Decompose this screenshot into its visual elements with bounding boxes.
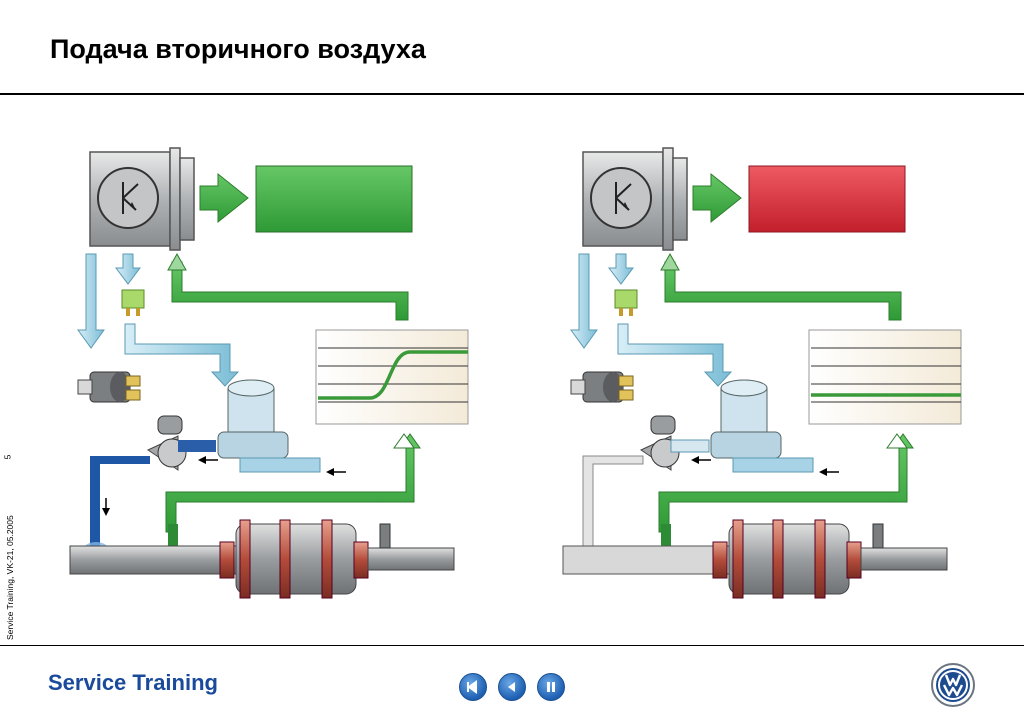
footer-divider: [0, 645, 1024, 646]
air-valve: [77, 371, 141, 403]
vw-logo[interactable]: [931, 663, 975, 707]
nav-pause-button[interactable]: [537, 673, 565, 701]
footer-brand: Service Training: [48, 670, 218, 695]
page-number: 5: [2, 454, 13, 460]
ecu-unit: [89, 147, 195, 251]
signal-chart: [315, 329, 469, 425]
ecu-unit: [582, 147, 688, 251]
status-indicator: [255, 165, 413, 233]
nav-rewind-button[interactable]: [459, 673, 487, 701]
air-valve: [570, 371, 634, 403]
slide-title: Подача вторичного воздуха: [50, 34, 426, 64]
combi-valve: [146, 415, 216, 471]
combi-valve: [639, 415, 710, 471]
exhaust-system: [562, 519, 948, 599]
air-pump: [710, 379, 814, 473]
diagram-left: [69, 147, 469, 599]
nav-back-button[interactable]: [498, 673, 526, 701]
air-pump: [217, 379, 321, 473]
diagram-right: [562, 147, 962, 599]
rewind-icon: [467, 680, 477, 694]
status-indicator: [748, 165, 906, 233]
back-icon: [508, 682, 515, 692]
pause-icon: [547, 682, 555, 692]
signal-arrow-icon: [692, 172, 742, 224]
exhaust-system: [69, 519, 455, 599]
side-caption: Service Training, VK-21, 05.2005: [5, 515, 15, 640]
signal-chart: [808, 329, 962, 425]
title-divider: [0, 93, 1024, 95]
signal-arrow-icon: [199, 172, 249, 224]
